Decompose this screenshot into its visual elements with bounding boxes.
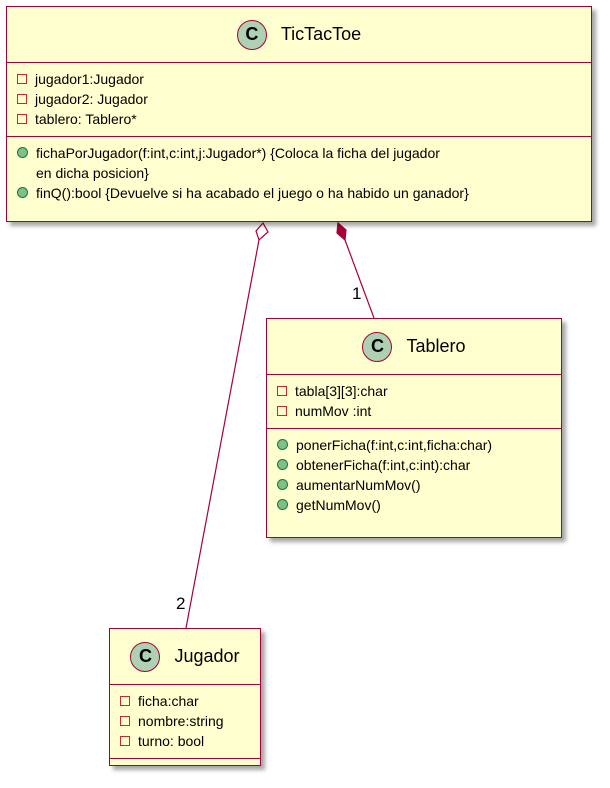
class-tablero[interactable]: C Tablero tabla[3][3]:char numMov :int p… <box>266 318 562 538</box>
attribute-text: numMov :int <box>295 403 372 419</box>
attribute-row: jugador2: Jugador <box>15 89 583 109</box>
attribute-row: turno: bool <box>118 731 252 751</box>
public-icon <box>277 499 288 510</box>
public-icon <box>17 147 28 158</box>
jugador-multiplicity: 2 <box>176 594 186 613</box>
attribute-row: nombre:string <box>118 711 252 731</box>
method-continuation: en dicha posicion} <box>15 163 583 183</box>
method-text: getNumMov() <box>296 497 381 513</box>
method-row: ponerFicha(f:int,c:int,ficha:char) <box>275 435 553 455</box>
attribute-text: ficha:char <box>138 693 199 709</box>
class-header: C TicTacToe <box>7 7 591 63</box>
method-text: finQ():bool {Devuelve si ha acabado el j… <box>36 185 469 201</box>
composition-diamond <box>336 221 347 242</box>
private-icon <box>17 114 27 124</box>
class-name: TicTacToe <box>280 24 362 44</box>
private-icon <box>277 386 287 396</box>
aggregation-diamond <box>255 221 269 242</box>
method-text: ponerFicha(f:int,c:int,ficha:char) <box>296 437 493 453</box>
attribute-text: jugador1:Jugador <box>35 71 144 87</box>
methods-section <box>110 759 260 767</box>
tablero-multiplicity: 1 <box>352 284 362 303</box>
attribute-row: tabla[3][3]:char <box>275 381 553 401</box>
method-text: aumentarNumMov() <box>296 477 421 493</box>
method-row: getNumMov() <box>275 495 553 515</box>
class-name: Tablero <box>406 336 466 356</box>
attributes-section: tabla[3][3]:char numMov :int <box>267 375 561 429</box>
public-icon <box>277 479 288 490</box>
method-row: aumentarNumMov() <box>275 475 553 495</box>
attribute-row: jugador1:Jugador <box>15 69 583 89</box>
method-row: obtenerFicha(f:int,c:int):char <box>275 455 553 475</box>
attribute-text: jugador2: Jugador <box>35 91 148 107</box>
class-stereotype-icon: C <box>130 641 161 672</box>
class-tictactoe[interactable]: C TicTacToe jugador1:Jugador jugador2: J… <box>6 6 592 222</box>
private-icon <box>120 716 130 726</box>
class-name: Jugador <box>174 646 240 666</box>
method-row: fichaPorJugador(f:int,c:int,j:Jugador*) … <box>15 143 583 163</box>
method-text: fichaPorJugador(f:int,c:int,j:Jugador*) … <box>36 145 440 161</box>
private-icon <box>277 406 287 416</box>
private-icon <box>120 696 130 706</box>
private-icon <box>17 74 27 84</box>
attribute-row: ficha:char <box>118 691 252 711</box>
class-stereotype-icon: C <box>362 331 393 362</box>
attribute-row: tablero: Tablero* <box>15 109 583 129</box>
public-icon <box>17 187 28 198</box>
composition-line <box>344 239 375 319</box>
attribute-text: tablero: Tablero* <box>35 111 137 127</box>
attribute-text: tabla[3][3]:char <box>295 383 388 399</box>
public-icon <box>277 459 288 470</box>
class-stereotype-icon: C <box>236 19 267 50</box>
private-icon <box>120 736 130 746</box>
public-icon <box>277 439 288 450</box>
method-row: finQ():bool {Devuelve si ha acabado el j… <box>15 183 583 203</box>
attributes-section: jugador1:Jugador jugador2: Jugador table… <box>7 63 591 137</box>
class-header: C Jugador <box>110 629 260 685</box>
method-text: en dicha posicion} <box>36 165 149 181</box>
attributes-section: ficha:char nombre:string turno: bool <box>110 685 260 759</box>
methods-section: ponerFicha(f:int,c:int,ficha:char) obten… <box>267 429 561 521</box>
attribute-text: turno: bool <box>138 733 205 749</box>
class-header: C Tablero <box>267 319 561 375</box>
class-jugador[interactable]: C Jugador ficha:char nombre:string turno… <box>109 628 261 766</box>
attribute-text: nombre:string <box>138 713 224 729</box>
private-icon <box>17 94 27 104</box>
attribute-row: numMov :int <box>275 401 553 421</box>
aggregation-line <box>185 239 260 629</box>
methods-section: fichaPorJugador(f:int,c:int,j:Jugador*) … <box>7 137 591 209</box>
method-text: obtenerFicha(f:int,c:int):char <box>296 457 471 473</box>
